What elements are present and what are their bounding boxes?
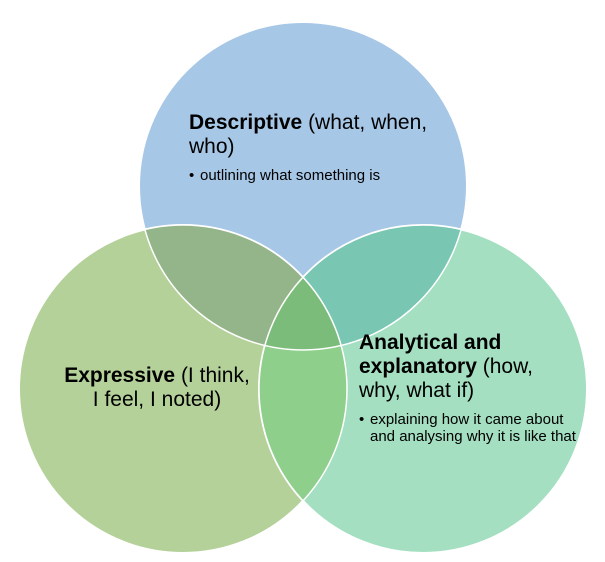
analytical-heading: Analytical and explanatory (how, why, wh… (359, 331, 579, 403)
descriptive-qualifier: (what, when, who) (189, 111, 428, 158)
expressive-heading: Expressive (I think, I feel, I noted) (62, 364, 252, 412)
overlap-descriptive-analytical (259, 225, 467, 350)
label-descriptive: Descriptive (what, when, who) • outlining… (189, 111, 439, 184)
expressive-title: Expressive (64, 364, 176, 387)
outline-analytical (258, 224, 588, 554)
bullet-icon: • (359, 411, 365, 428)
descriptive-heading: Descriptive (what, when, who) (189, 111, 439, 159)
analytical-bullet-item: • explaining how it came about and analys… (359, 411, 579, 445)
analytical-bullets: • explaining how it came about and analys… (359, 411, 579, 445)
descriptive-bullets: • outlining what something is (189, 167, 439, 184)
analytical-bullet-text: explaining how it came about and analysi… (370, 411, 576, 445)
descriptive-bullet-item: • outlining what something is (189, 167, 439, 184)
bullet-icon: • (189, 167, 195, 184)
analytical-title: Analytical and explanatory (359, 331, 502, 378)
descriptive-title: Descriptive (189, 111, 303, 134)
label-expressive: Expressive (I think, I feel, I noted) (62, 364, 252, 412)
expressive-qualifier: (I think, I feel, I noted) (92, 364, 250, 411)
descriptive-bullet-text: outlining what something is (200, 167, 381, 184)
overlap-descriptive-expressive (139, 225, 347, 350)
outline-expressive (18, 224, 348, 554)
analytical-qualifier: (how, why, what if) (359, 355, 533, 402)
label-analytical: Analytical and explanatory (how, why, wh… (359, 331, 579, 445)
outline-descriptive (138, 21, 468, 351)
